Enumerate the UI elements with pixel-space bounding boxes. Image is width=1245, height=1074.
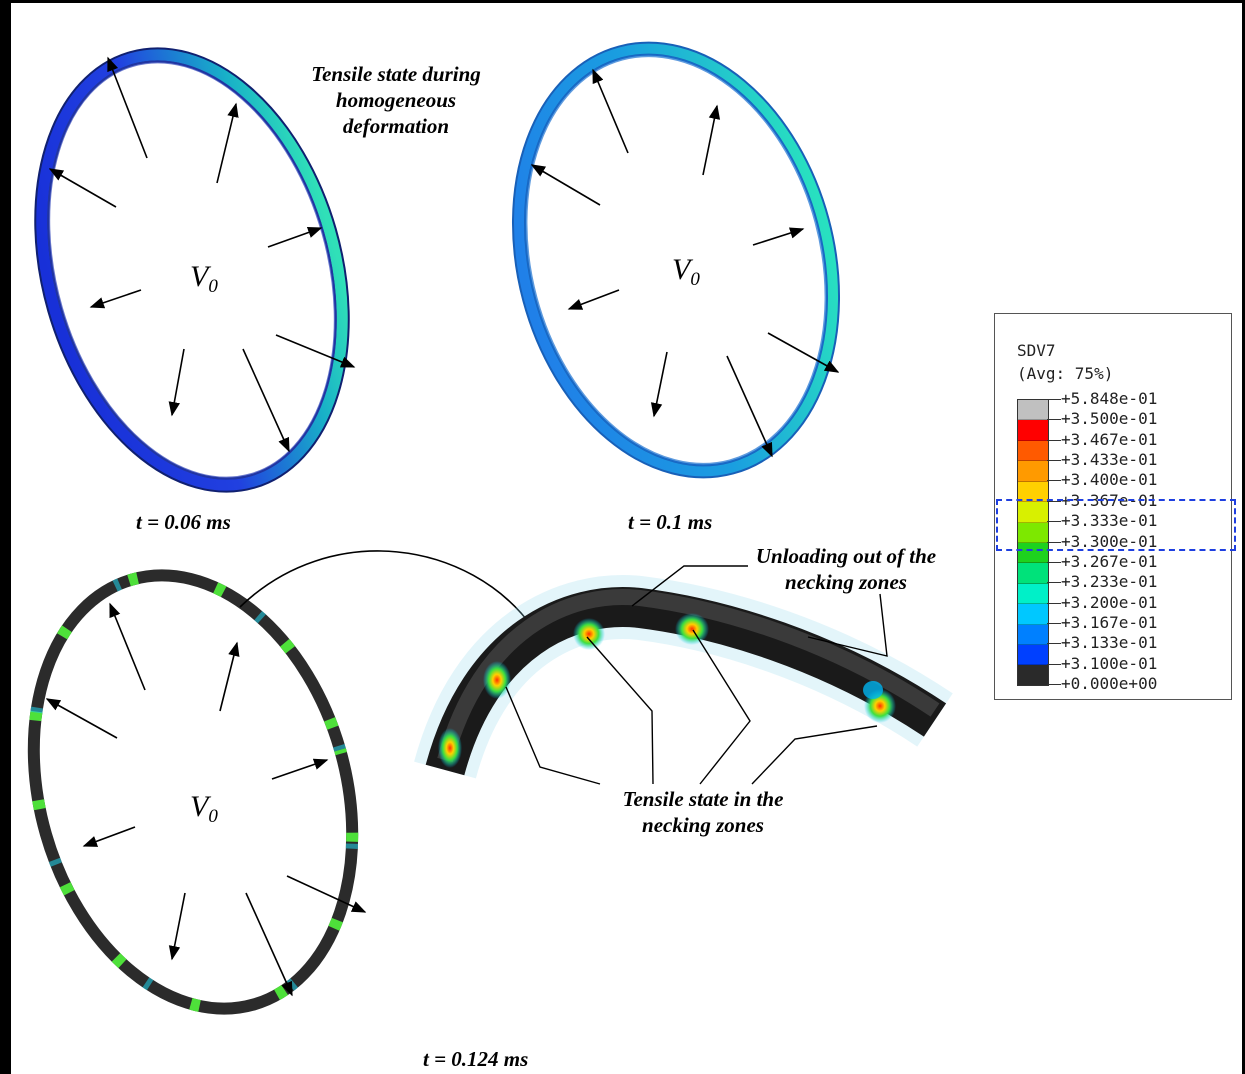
label-unloading: Unloading out of the necking zones [755,544,937,594]
legend-swatch [1018,440,1048,462]
highlight-box [996,499,1236,551]
legend-value: +3.300e-01 [1047,532,1157,552]
ring-t0124 [27,569,359,1015]
legend-value: +5.848e-01 [1047,389,1157,409]
legend-value: +3.467e-01 [1047,430,1157,450]
legend-averaging: (Avg: 75%) [1017,364,1114,383]
legend-value: +3.333e-01 [1047,511,1157,531]
legend-swatch [1018,604,1048,625]
legend-swatch [1018,522,1048,543]
necking-leaders [505,629,878,785]
legend-swatch [1018,400,1048,421]
velocity-label-ring1: V0 [190,260,218,297]
velocity-arrows-ring3 [45,602,367,997]
ring-t006 [34,47,350,493]
legend-swatch [1018,542,1048,564]
legend-swatch [1018,481,1048,503]
legend-value: +3.267e-01 [1047,552,1157,572]
color-legend: SDV7 (Avg: 75%) +5.848e-01+3.500e-01+3.4… [994,313,1232,700]
legend-value: +3.433e-01 [1047,450,1157,470]
velocity-arrows-ring1 [48,56,356,453]
unloading-leaders [631,565,888,657]
ring-t01 [511,41,841,479]
legend-swatch [1018,563,1048,584]
legend-value: +3.133e-01 [1047,633,1157,653]
legend-swatch [1018,665,1048,685]
time-label-2: t = 0.1 ms [628,510,713,534]
time-label-1: t = 0.06 ms [136,510,231,534]
label-tensile-homogeneous: Tensile state during homogeneous deforma… [311,62,481,138]
legend-variable: SDV7 [1017,341,1056,360]
label-tensile-necking: Tensile state in the necking zones [622,787,784,837]
legend-swatches [1017,399,1049,686]
legend-swatch [1018,502,1048,523]
legend-value: +3.167e-01 [1047,613,1157,633]
legend-swatch [1018,645,1048,666]
legend-value: +3.233e-01 [1047,572,1157,592]
legend-value: +3.200e-01 [1047,593,1157,613]
legend-swatch [1018,624,1048,646]
legend-value: +3.500e-01 [1047,409,1157,429]
velocity-label-ring3: V0 [190,790,218,827]
legend-swatch [1018,583,1048,605]
zoom-arrow [239,550,534,630]
legend-swatch [1018,420,1048,441]
ring-segment-zoom [414,575,953,779]
legend-value: +3.400e-01 [1047,470,1157,490]
time-label-3: t = 0.124 ms [423,1047,529,1071]
legend-values: +5.848e-01+3.500e-01+3.467e-01+3.433e-01… [1047,389,1227,693]
legend-swatch [1018,461,1048,482]
velocity-arrows-ring2 [530,68,840,458]
legend-value: +3.100e-01 [1047,654,1157,674]
velocity-label-ring2: V0 [672,253,700,290]
legend-value: +0.000e+00 [1047,674,1157,694]
